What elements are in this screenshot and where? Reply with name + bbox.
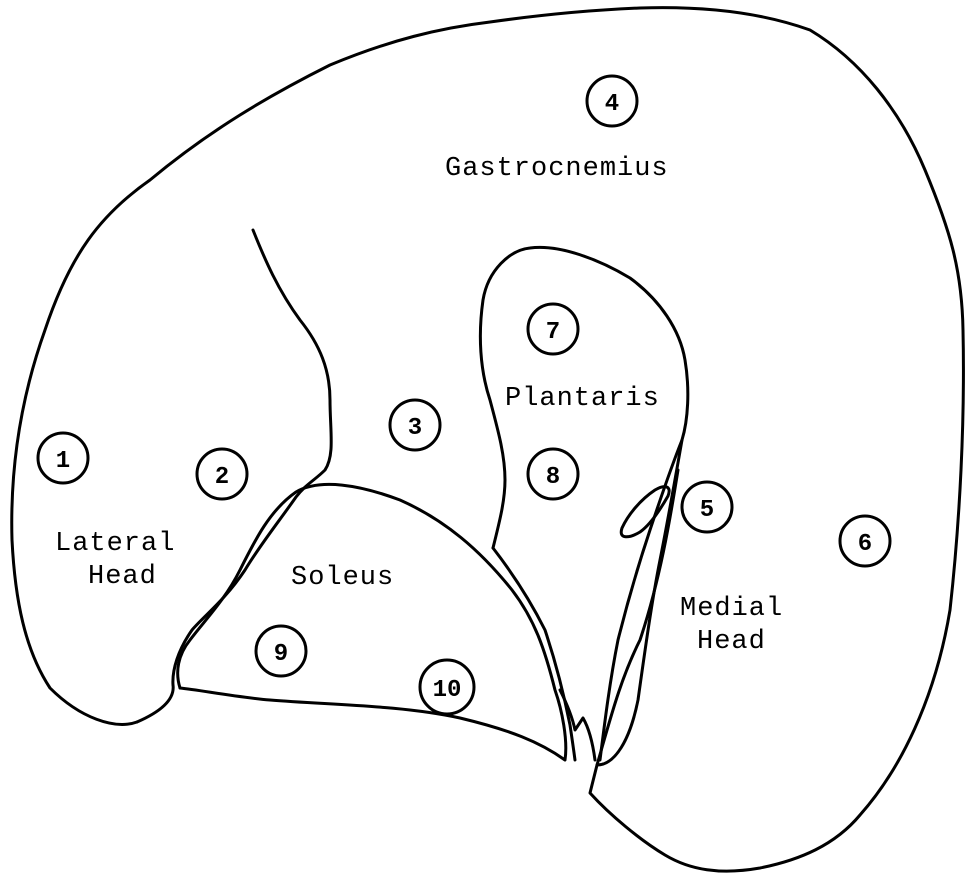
svg-text:9: 9 <box>274 641 288 668</box>
svg-text:1: 1 <box>56 448 70 475</box>
plantaris-outline <box>480 247 687 760</box>
plantaris-label: Plantaris <box>505 384 660 414</box>
soleus-label: Soleus <box>291 563 394 593</box>
marker-5: 5 <box>682 482 732 532</box>
svg-text:3: 3 <box>408 415 422 442</box>
marker-1: 1 <box>38 433 88 483</box>
svg-text:7: 7 <box>546 319 560 346</box>
svg-text:5: 5 <box>700 497 714 524</box>
marker-9: 9 <box>256 626 306 676</box>
marker-6: 6 <box>840 516 890 566</box>
gastrocnemius-label: Gastrocnemius <box>445 154 669 184</box>
marker-2: 2 <box>197 449 247 499</box>
lateral-head-label-line2: Head <box>88 562 157 592</box>
soleus-outline <box>178 484 566 760</box>
marker-10: 10 <box>420 660 474 714</box>
medial-head-label-line1: Medial <box>680 594 783 624</box>
marker-3: 3 <box>390 400 440 450</box>
svg-text:2: 2 <box>215 464 229 491</box>
outer-outline <box>12 8 964 871</box>
svg-text:4: 4 <box>605 91 619 118</box>
marker-7: 7 <box>528 304 578 354</box>
marker-8: 8 <box>528 449 578 499</box>
lateral-head-label-line1: Lateral <box>55 529 175 559</box>
marker-4: 4 <box>587 76 637 126</box>
svg-text:8: 8 <box>546 464 560 491</box>
svg-text:10: 10 <box>433 677 462 704</box>
svg-text:6: 6 <box>858 531 872 558</box>
medial-head-label-line2: Head <box>697 627 766 657</box>
